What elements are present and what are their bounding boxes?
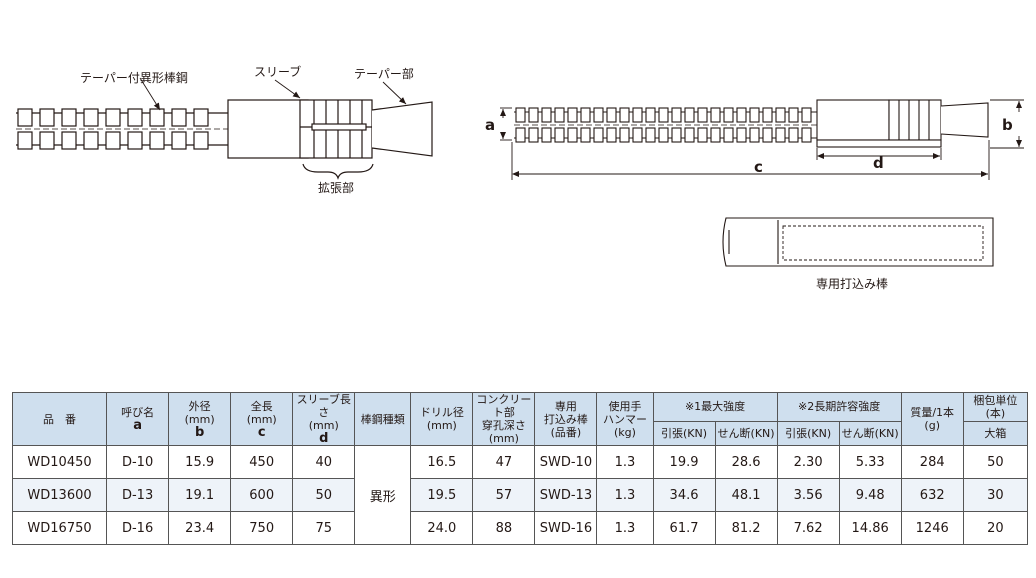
cell-pack: 50 (962, 445, 1029, 479)
cell-allow-tension: 7.62 (776, 511, 840, 545)
cell-b: 23.4 (168, 511, 232, 545)
th-pack-unit: 梱包単位(本) (962, 392, 1029, 422)
cell-hammer: 1.3 (596, 511, 654, 545)
th-allow-strength: ※2長期許容強度 (776, 392, 902, 422)
cell-c: 450 (230, 445, 294, 479)
th-total-len: 全長(mm)c (230, 392, 294, 446)
cell-mass: 1246 (900, 511, 964, 545)
dim-label-b: b (1002, 116, 1013, 134)
label-expansion-part: 拡張部 (318, 180, 354, 195)
cell-max-shear: 81.2 (714, 511, 778, 545)
cell-rod: SWD-10 (534, 445, 598, 479)
cell-rod: SWD-16 (534, 511, 598, 545)
cell-max-shear: 28.6 (714, 445, 778, 479)
cell-pack: 20 (962, 511, 1029, 545)
th-hole-depth: コンクリート部穿孔深さ(mm) (472, 392, 536, 446)
cell-allow-tension: 3.56 (776, 478, 840, 512)
cell-rod: SWD-13 (534, 478, 598, 512)
sleeve-right (816, 99, 890, 141)
taper-rebar-left (16, 108, 228, 150)
sleeve-body (227, 99, 309, 159)
cell-max-tension: 34.6 (652, 478, 716, 512)
th-max-strength: ※1最大強度 (652, 392, 778, 422)
cell-allow-shear: 5.33 (838, 445, 902, 479)
cell-depth: 57 (472, 478, 536, 512)
th-outer-dia: 外径(mm)b (168, 392, 232, 446)
label-driving-rod: 専用打込み棒 (816, 277, 888, 291)
label-taper-rebar: テーパー付異形棒鋼 (80, 71, 188, 85)
cell-c: 600 (230, 478, 294, 512)
dim-label-a: a (485, 116, 495, 134)
th-allow-shear: せん断(KN) (838, 420, 902, 447)
table-row: WD16750 D-16 23.4 750 75 24.0 88 SWD-16 … (11, 511, 1029, 545)
dimension-lines (500, 99, 1024, 180)
th-product-no: 品 番 (11, 392, 108, 446)
cell-call: D-13 (106, 478, 170, 512)
cell-pack: 30 (962, 478, 1029, 512)
cell-max-tension: 19.9 (652, 445, 716, 479)
th-big-box: 大箱 (962, 420, 1029, 447)
dim-label-c: c (754, 158, 763, 176)
taper-cone (371, 101, 433, 157)
cell-drill: 19.5 (410, 478, 474, 512)
cell-mass: 632 (900, 478, 964, 512)
cell-hammer: 1.3 (596, 445, 654, 479)
cell-material: 異形 (354, 445, 412, 545)
table-row: WD10450 D-10 15.9 450 40 異形 16.5 47 SWD-… (11, 445, 1029, 545)
table-row: WD13600 D-13 19.1 600 50 19.5 57 SWD-13 … (11, 478, 1029, 512)
left-leaders (139, 77, 407, 111)
cell-d: 40 (292, 445, 356, 479)
label-sleeve: スリーブ (254, 64, 301, 79)
cell-allow-tension: 2.30 (776, 445, 840, 479)
cell-c: 750 (230, 511, 294, 545)
cell-drill: 16.5 (410, 445, 474, 479)
cell-d: 75 (292, 511, 356, 545)
anchor-drawings: テーパー付異形棒鋼 スリーブ テーパー部 拡張部 a b c d (16, 64, 1024, 291)
label-taper-part: テーパー部 (354, 66, 414, 81)
cell-max-tension: 61.7 (652, 511, 716, 545)
cell-b: 19.1 (168, 478, 232, 512)
cell-max-shear: 48.1 (714, 478, 778, 512)
cell-product: WD13600 (11, 478, 108, 512)
anchor-cutaway-drawing (16, 99, 433, 180)
cell-allow-shear: 9.48 (838, 478, 902, 512)
anchor-dimension-drawing (514, 99, 989, 148)
cell-drill: 24.0 (410, 511, 474, 545)
cell-depth: 47 (472, 445, 536, 479)
th-driving-rod: 専用打込み棒(品番) (534, 392, 598, 446)
th-max-tension: 引張(KN) (652, 420, 716, 447)
th-steel-type: 棒鋼種類 (354, 392, 412, 446)
th-max-shear: せん断(KN) (714, 420, 778, 447)
driving-rod-drawing (722, 217, 994, 267)
cell-call: D-10 (106, 445, 170, 479)
cell-mass: 284 (900, 445, 964, 479)
th-hammer: 使用手ハンマー(kg) (596, 392, 654, 446)
cell-hammer: 1.3 (596, 478, 654, 512)
cell-call: D-16 (106, 511, 170, 545)
cell-product: WD16750 (11, 511, 108, 545)
th-allow-tension: 引張(KN) (776, 420, 840, 447)
cell-b: 15.9 (168, 445, 232, 479)
taper-rebar-right (514, 107, 817, 143)
th-mass: 質量/1本(g) (900, 392, 964, 446)
th-drill-dia: ドリル径(mm) (410, 392, 474, 446)
th-sleeve-len: スリーブ長さ(mm)d (292, 392, 356, 446)
cell-d: 50 (292, 478, 356, 512)
cell-depth: 88 (472, 511, 536, 545)
cell-product: WD10450 (11, 445, 108, 479)
dim-label-d: d (873, 154, 884, 172)
cell-allow-shear: 14.86 (838, 511, 902, 545)
